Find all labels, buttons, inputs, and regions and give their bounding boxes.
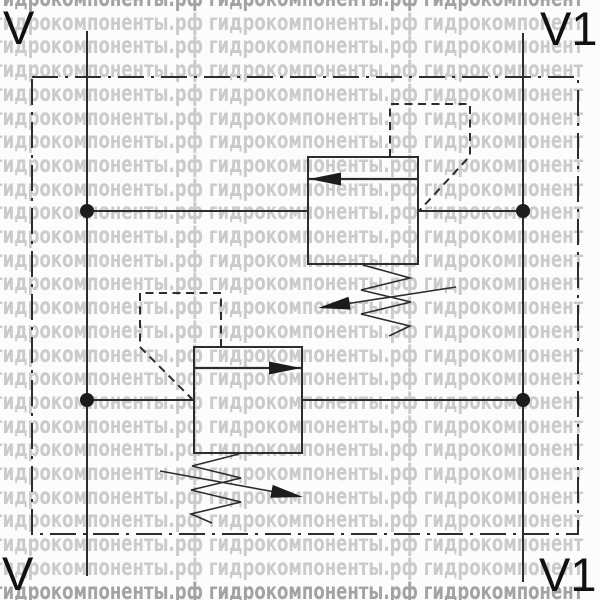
flow-arrow-left-icon bbox=[309, 172, 341, 186]
valve-body-upper bbox=[307, 156, 419, 265]
relief-valve-lower bbox=[139, 292, 303, 524]
spring-adjust-arrowhead-lower-icon bbox=[270, 484, 303, 498]
boundary-outline bbox=[31, 76, 579, 535]
junction-dot-upper-left bbox=[80, 204, 94, 218]
junction-dot-lower-left bbox=[80, 393, 94, 407]
port-label-bottom-right: V1 bbox=[539, 548, 597, 600]
relief-valve-upper bbox=[307, 103, 471, 337]
pilot-line-lower bbox=[139, 292, 222, 400]
spring-adjust-arrowhead-upper-icon bbox=[318, 296, 351, 310]
port-label-top-left: V bbox=[3, 1, 35, 54]
valve-body-lower bbox=[193, 346, 303, 454]
spring-adjust-arrow-shaft-upper bbox=[341, 286, 457, 306]
spring-lower bbox=[188, 453, 242, 524]
port-label-bottom-left: V bbox=[2, 547, 34, 600]
spring-upper bbox=[360, 264, 414, 337]
boundary-box bbox=[31, 76, 579, 535]
pilot-line-upper bbox=[389, 103, 471, 212]
junction-dot-upper-right bbox=[516, 204, 530, 218]
port-label-top-right: V1 bbox=[540, 2, 598, 55]
junction-dot-lower-right bbox=[516, 393, 530, 407]
flow-arrow-right-icon bbox=[269, 361, 301, 375]
spring-adjust-arrow-shaft-lower bbox=[159, 470, 279, 494]
